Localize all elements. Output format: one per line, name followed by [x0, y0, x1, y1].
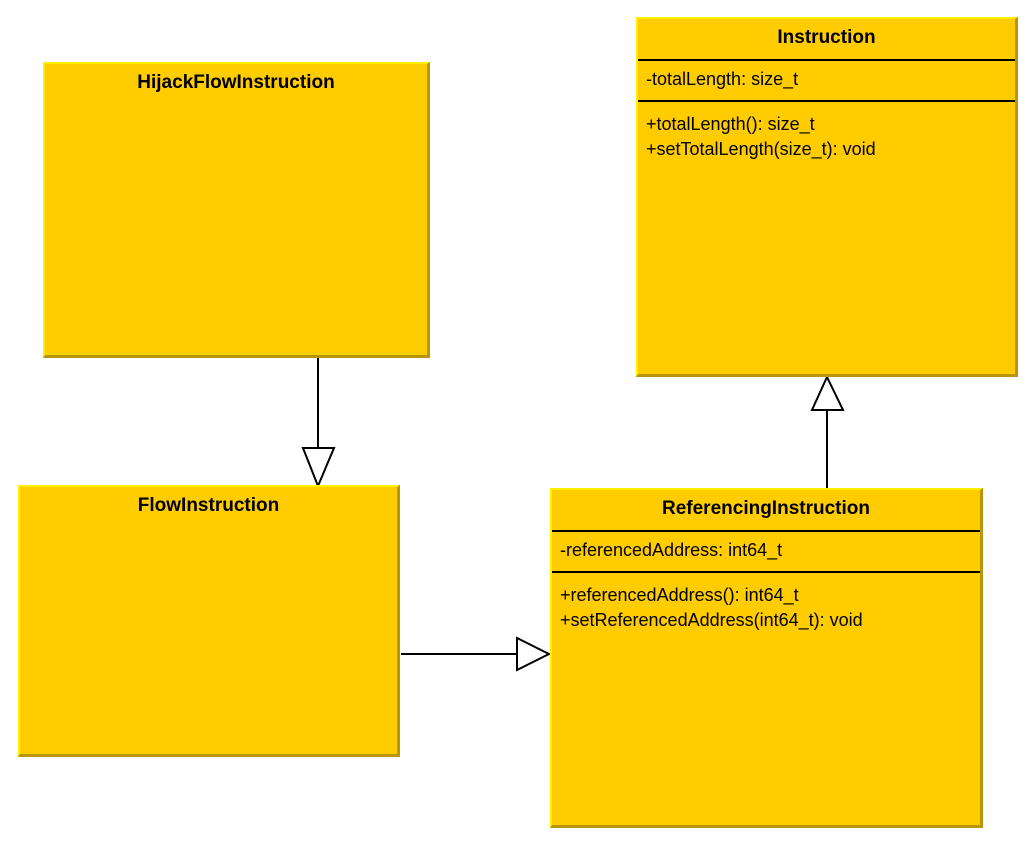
generalization-flow-to-referencing-arrowhead [516, 636, 552, 672]
operation-item: +setReferencedAddress(int64_t): void [560, 610, 863, 630]
generalization-referencing-to-instruction [810, 374, 845, 488]
class-box-instruction[interactable]: Instruction -totalLength: size_t +totalL… [636, 17, 1018, 377]
attributes-compartment-referencing-instruction: -referencedAddress: int64_t [552, 530, 980, 571]
attributes-compartment-instruction: -totalLength: size_t [638, 59, 1015, 100]
class-box-hijack-flow-instruction[interactable]: HijackFlowInstruction [43, 62, 430, 358]
operations-compartment-instruction: +totalLength(): size_t +setTotalLength(s… [638, 100, 1015, 170]
generalization-hijack-to-flow-arrowhead [301, 447, 336, 489]
generalization-referencing-to-instruction-arrowhead [810, 374, 845, 411]
attribute-item: -referencedAddress: int64_t [560, 540, 783, 560]
operation-item: +totalLength(): size_t [646, 114, 815, 134]
class-name-hijack-flow-instruction: HijackFlowInstruction [137, 72, 335, 93]
operations-compartment-referencing-instruction: +referencedAddress(): int64_t +setRefere… [552, 571, 980, 641]
attribute-item: -totalLength: size_t [646, 69, 799, 89]
class-name-referencing-instruction: ReferencingInstruction [662, 498, 870, 519]
class-box-flow-instruction[interactable]: FlowInstruction [18, 485, 400, 757]
generalization-hijack-to-flow [301, 358, 336, 489]
class-name-flow-instruction: FlowInstruction [137, 495, 280, 516]
class-box-referencing-instruction[interactable]: ReferencingInstruction -referencedAddres… [550, 488, 983, 828]
generalization-flow-to-referencing [401, 636, 552, 672]
operation-item: +referencedAddress(): int64_t [560, 585, 799, 605]
operation-item: +setTotalLength(size_t): void [646, 139, 876, 159]
class-name-instruction: Instruction [777, 27, 876, 48]
